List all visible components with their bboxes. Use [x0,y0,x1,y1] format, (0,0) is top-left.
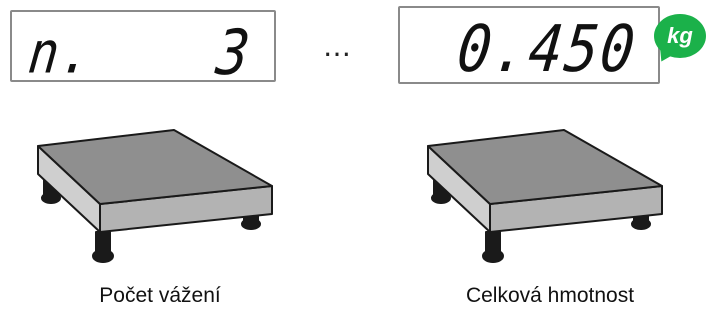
platform-scale-icon [37,129,273,263]
unit-badge: kg [654,14,706,58]
weight-display: 0.450 [398,6,660,87]
weight-caption: Celková hmotnost [465,284,635,307]
weight-value: 0.450 [454,12,641,87]
count-label: n. [25,19,97,87]
count-caption: Počet vážení [99,284,221,307]
count-value: 3 [212,16,256,89]
ellipsis-separator: … [323,30,352,63]
platform-scale-icon [427,129,663,263]
count-display: n. 3 [10,10,276,89]
